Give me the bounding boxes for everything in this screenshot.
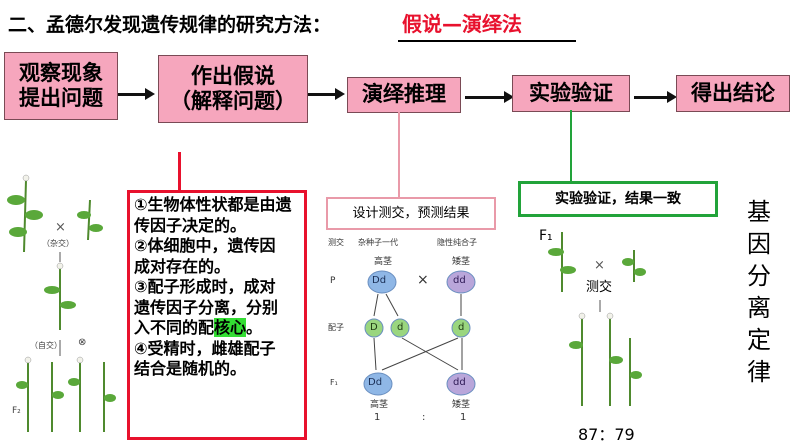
diagram-F1-label: F₁ [330,378,338,387]
method-name: 假说—演绎法 [402,12,522,36]
self-label: （自交） [30,341,62,350]
highlight-core: 核心 [214,318,247,337]
flow-arrow-1 [118,88,155,100]
diagram-gamete-d1: d [397,322,404,333]
diagram-short-top: 矮茎 [452,257,471,267]
diagram-F1-Dd: Dd [368,377,383,388]
diagram-col-recessive: 隐性纯合子 [437,238,477,247]
connector-red [178,152,181,192]
vertical-law-text: 基因分 离定律 [747,198,771,386]
diagram-gamete-d2: d [458,322,465,333]
diagram-P-dd: dd [453,275,466,286]
testcross-label: 测交 [586,280,613,295]
flow-box-observe: 观察现象提出问题 [4,52,118,120]
diagram-ratio-colon: : [422,412,426,423]
self-symbol: ⊗ [78,337,87,348]
connector-pink [398,112,400,198]
f2-label: F₂ [12,406,21,416]
result-ratio: 87：79 [578,425,635,444]
flow-arrow-4 [634,91,677,103]
flow-box-conclusion: 得出结论 [676,75,790,112]
diagram-col-hybrid: 杂种子一代 [358,238,398,247]
diagram-gamete-D: D [370,322,378,333]
diagram-P-Dd: Dd [372,275,387,286]
right-cross-symbol: × [594,258,605,273]
diagram-ratio-right: 1 [460,412,467,423]
section-title: 二、孟德尔发现遗传规律的研究方法： [8,14,332,36]
right-f1-label: F₁ [539,228,553,244]
diagram-short-bottom: 矮茎 [452,400,471,410]
flow-arrow-2 [308,88,345,100]
diagram-P-label: P [330,276,336,286]
flow-box-deduce: 演绎推理 [347,77,461,113]
design-testcross-box: 设计测交，预测结果 [326,197,496,230]
diagram-ratio-left: 1 [374,412,381,423]
hypothesis-box: ①生物体性状都是由遗 传因子决定的。 ②体细胞中，遗传因 成对存在的。 ③配子形… [127,190,307,440]
cross-symbol: × [55,220,66,235]
flow-arrow-3 [465,91,514,103]
cross-label: （杂交） [42,239,74,248]
diagram-gamete-label: 配子 [328,323,344,332]
verification-result-box: 实验验证，结果一致 [518,181,718,217]
diagram-tall-top: 高茎 [374,257,393,267]
method-underline [398,40,576,42]
flow-box-hypothesis: 作出假说（解释问题） [158,55,308,123]
diagram-cross: × [417,272,429,288]
diagram-tall-bottom: 高茎 [370,400,389,410]
diagram-F1-dd: dd [453,377,466,388]
diagram-col-testcross: 测交 [328,238,344,247]
connector-green [570,110,572,182]
